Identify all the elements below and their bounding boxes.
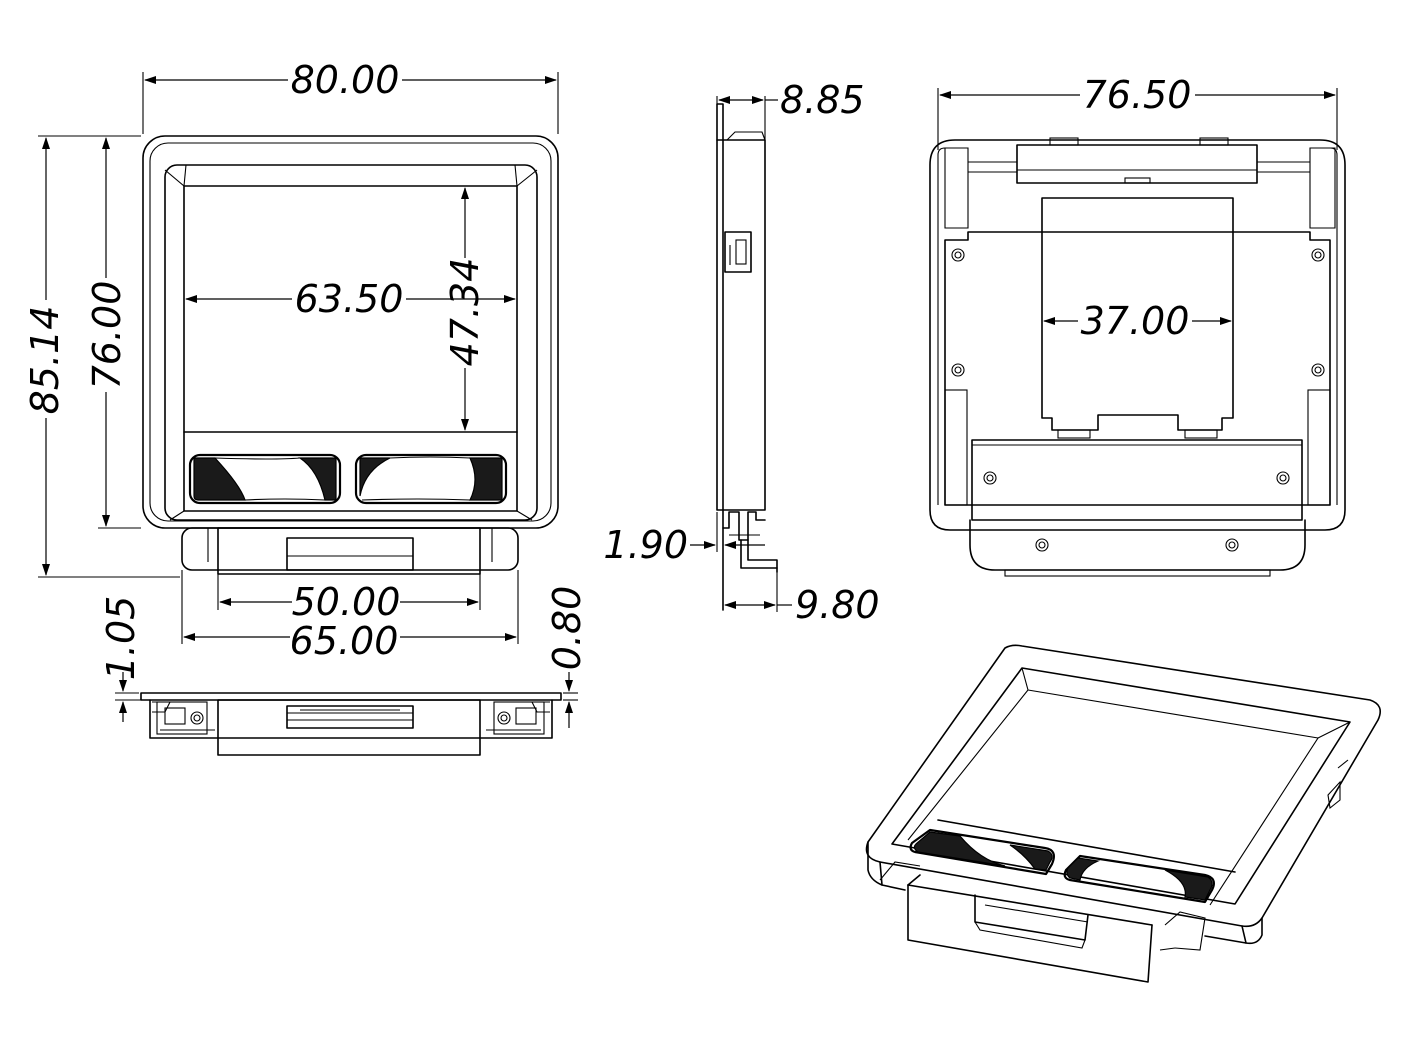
dim-side-offset: 1.90: [603, 523, 688, 567]
right-button: [354, 453, 508, 505]
dim-back-inner: 37.00: [1081, 299, 1190, 343]
side-view: [716, 103, 778, 611]
dim-side-bottom: 9.80: [795, 583, 880, 627]
back-dimensions: 76.50 37.00: [937, 73, 1338, 343]
dim-front-height-total: 85.14: [23, 306, 67, 415]
dim-pad-height: 47.34: [443, 258, 487, 367]
dim-front-height-frame: 76.00: [85, 281, 129, 390]
dim-back-width: 76.50: [1083, 73, 1192, 117]
bottom-dimensions: 1.05 0.80: [99, 586, 589, 728]
left-button: [188, 453, 342, 505]
isometric-view: [865, 644, 1381, 983]
dim-bottom-right: 0.80: [545, 586, 589, 671]
back-view: [929, 137, 1346, 577]
dim-side-top: 8.85: [780, 78, 865, 122]
iso-left-button: [909, 828, 1055, 876]
iso-right-button: [1063, 854, 1215, 904]
front-dimensions: 80.00 85.14 76.00 63.50 47.34 50.00 65.0…: [23, 58, 559, 663]
dim-connector-inner: 50.00: [292, 580, 401, 624]
dim-pad-width: 63.50: [295, 277, 404, 321]
front-view: [142, 135, 559, 575]
dim-front-width: 80.00: [291, 58, 400, 102]
bottom-view: [140, 692, 562, 756]
dim-bottom-left: 1.05: [99, 596, 143, 681]
screw-icon: [951, 248, 1325, 552]
side-dimensions: 8.85 1.90 9.80: [603, 78, 879, 627]
dim-connector-outer: 65.00: [290, 619, 399, 663]
